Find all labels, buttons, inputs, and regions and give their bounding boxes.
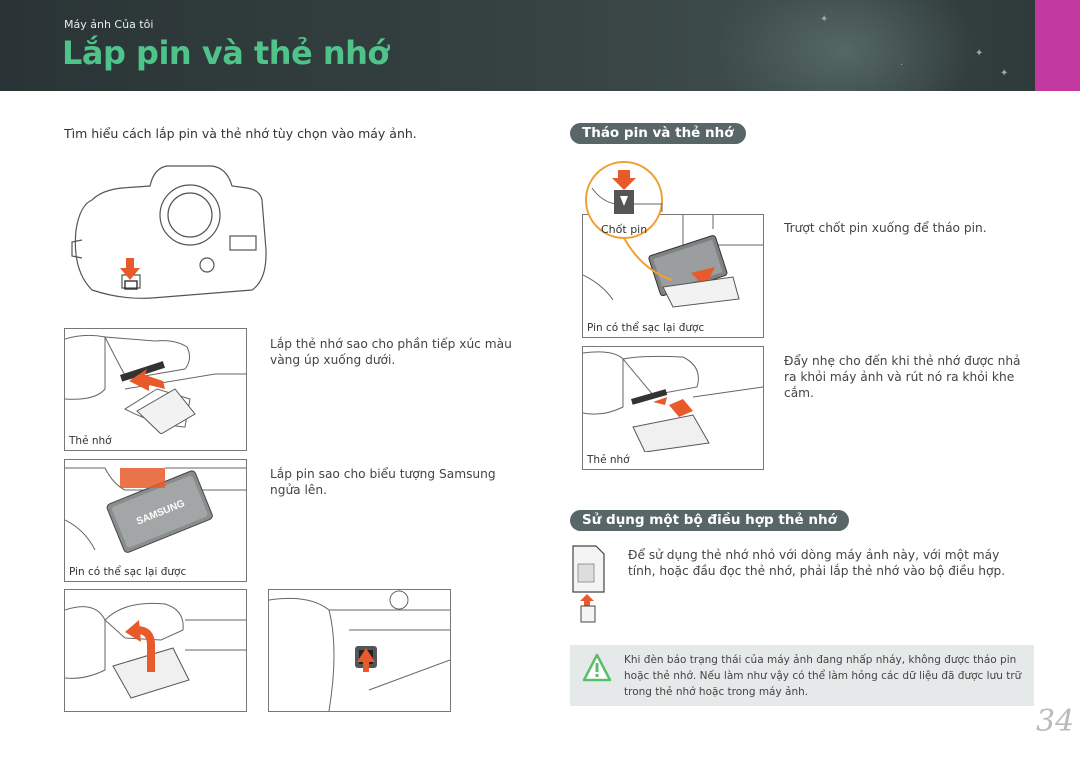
intro-text: Tìm hiểu cách lắp pin và thẻ nhớ tùy chọ… — [64, 126, 417, 141]
remove-section-heading: Tháo pin và thẻ nhớ — [570, 123, 746, 144]
card-caption: Thẻ nhớ — [69, 435, 112, 447]
battery-remove-text: Trượt chốt pin xuống để tháo pin. — [784, 221, 987, 235]
battery-insert-text: Lắp pin sao cho biểu tượng Samsung ngửa … — [270, 467, 496, 497]
card-remove-frame: Thẻ nhớ — [582, 346, 764, 470]
cover-locked-frame — [268, 589, 451, 712]
battery-caption: Pin có thể sạc lại được — [69, 566, 187, 578]
remove-card-caption: Thẻ nhớ — [587, 454, 630, 466]
sparkle-decoration: · — [900, 60, 904, 71]
card-remove-text: Đẩy nhẹ cho đến khi thẻ nhớ được nhả ra … — [784, 354, 1021, 400]
warning-triangle-icon — [582, 653, 612, 683]
latch-label: Chốt pin — [601, 223, 648, 236]
camera-body-illustration — [62, 160, 272, 310]
battery-insert-frame: SAMSUNG Pin có thể sạc lại được — [64, 459, 247, 582]
header-glow — [715, 0, 975, 91]
card-insert-text: Lắp thẻ nhớ sao cho phần tiếp xúc màu và… — [270, 337, 512, 367]
sparkle-decoration: ✦ — [1000, 68, 1009, 79]
latch-zoom-circle — [572, 158, 682, 281]
remove-battery-caption: Pin có thể sạc lại được — [587, 322, 705, 334]
chapter-tab — [1035, 0, 1080, 91]
breadcrumb: Máy ảnh Của tôi — [64, 18, 154, 31]
page-header: ✦ ✦ ✦ · — [0, 0, 1035, 91]
page-number: 34 — [1036, 704, 1075, 739]
page-title: Lắp pin và thẻ nhớ — [62, 34, 389, 72]
sparkle-decoration: ✦ — [820, 14, 829, 25]
adapter-section-heading: Sử dụng một bộ điều hợp thẻ nhớ — [570, 510, 849, 531]
warning-box: Khi đèn báo trạng thái của máy ảnh đang … — [570, 645, 1034, 706]
warning-text: Khi đèn báo trạng thái của máy ảnh đang … — [624, 654, 1022, 698]
adapter-text: Để sử dụng thẻ nhớ nhỏ với dòng máy ảnh … — [628, 548, 1006, 578]
card-insert-frame: Thẻ nhớ — [64, 328, 247, 451]
sparkle-decoration: ✦ — [975, 48, 984, 59]
cover-close-frame — [64, 589, 247, 712]
card-adapter-illustration — [570, 544, 608, 624]
